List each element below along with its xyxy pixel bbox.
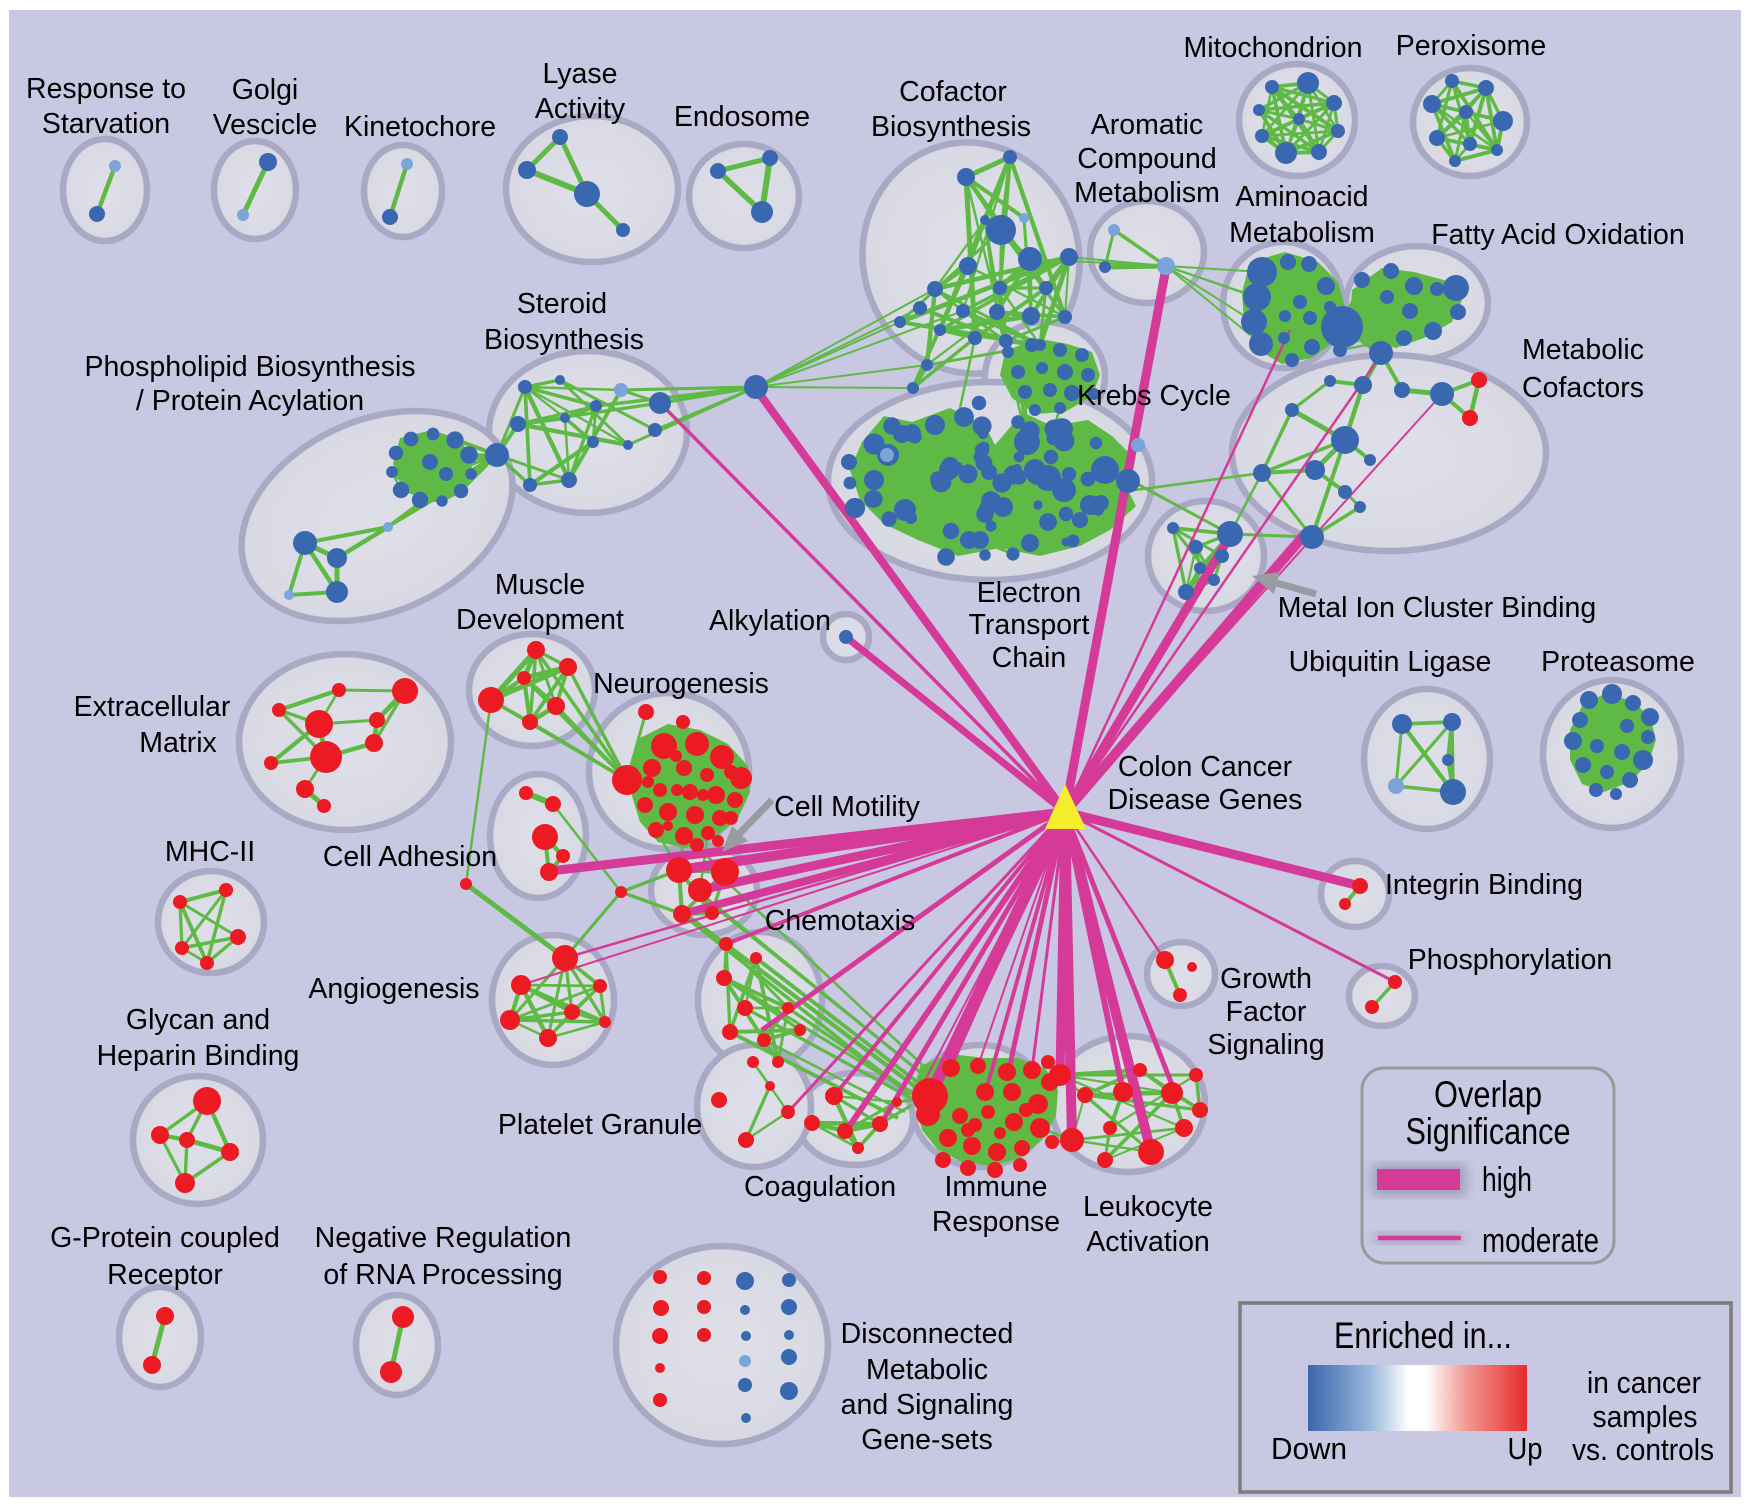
svg-text:high: high	[1482, 1161, 1532, 1199]
svg-text:Glycan and: Glycan and	[126, 1004, 270, 1036]
svg-text:Metabolism: Metabolism	[1074, 177, 1220, 209]
svg-text:Metabolism: Metabolism	[1229, 217, 1375, 249]
svg-text:Proteasome: Proteasome	[1541, 646, 1695, 678]
svg-text:Negative Regulation: Negative Regulation	[315, 1222, 572, 1254]
svg-text:Starvation: Starvation	[42, 108, 170, 140]
svg-text:Steroid: Steroid	[517, 288, 607, 320]
svg-text:Chemotaxis: Chemotaxis	[765, 905, 915, 937]
svg-text:Krebs Cycle: Krebs Cycle	[1077, 380, 1231, 412]
svg-text:Compound: Compound	[1077, 143, 1216, 175]
svg-text:Vescicle: Vescicle	[213, 109, 318, 141]
svg-text:Significance: Significance	[1406, 1111, 1571, 1152]
svg-text:Receptor: Receptor	[107, 1259, 223, 1291]
svg-text:Phosphorylation: Phosphorylation	[1408, 944, 1612, 976]
svg-text:Disease Genes: Disease Genes	[1108, 784, 1303, 816]
svg-text:Cell Motility: Cell Motility	[774, 791, 920, 823]
svg-text:Immune: Immune	[945, 1171, 1048, 1203]
svg-text:Electron: Electron	[977, 577, 1082, 609]
svg-text:and Signaling: and Signaling	[841, 1389, 1014, 1421]
svg-text:Leukocyte: Leukocyte	[1083, 1191, 1213, 1223]
svg-text:Endosome: Endosome	[674, 101, 810, 133]
svg-text:Kinetochore: Kinetochore	[344, 111, 496, 143]
svg-text:Aminoacid: Aminoacid	[1235, 181, 1368, 213]
svg-text:Fatty Acid Oxidation: Fatty Acid Oxidation	[1431, 219, 1684, 251]
svg-text:Enriched in...: Enriched in...	[1334, 1315, 1512, 1356]
svg-text:Matrix: Matrix	[139, 727, 217, 759]
svg-text:Coagulation: Coagulation	[744, 1171, 896, 1203]
svg-text:Metabolic: Metabolic	[1522, 334, 1644, 366]
svg-text:Ubiquitin Ligase: Ubiquitin Ligase	[1289, 646, 1492, 678]
svg-text:Down: Down	[1271, 1431, 1347, 1466]
svg-text:Extracellular: Extracellular	[74, 691, 231, 723]
svg-text:Platelet Granule: Platelet Granule	[498, 1109, 702, 1141]
svg-text:Factor: Factor	[1226, 996, 1307, 1028]
svg-text:Alkylation: Alkylation	[709, 605, 831, 637]
svg-text:Chain: Chain	[992, 642, 1066, 674]
svg-text:Biosynthesis: Biosynthesis	[871, 111, 1031, 143]
svg-text:Muscle: Muscle	[495, 569, 585, 601]
svg-text:Activity: Activity	[535, 93, 626, 125]
svg-text:Integrin Binding: Integrin Binding	[1385, 869, 1583, 901]
svg-text:samples: samples	[1593, 1399, 1698, 1434]
svg-text:in cancer: in cancer	[1587, 1365, 1701, 1400]
svg-text:Response: Response	[932, 1206, 1060, 1238]
svg-text:vs. controls: vs. controls	[1572, 1432, 1714, 1467]
svg-text:Cofactor: Cofactor	[899, 76, 1007, 108]
svg-text:Transport: Transport	[969, 609, 1090, 641]
svg-text:Lyase: Lyase	[543, 58, 618, 90]
svg-text:of RNA Processing: of RNA Processing	[323, 1259, 562, 1291]
svg-text:Overlap: Overlap	[1434, 1074, 1542, 1115]
svg-text:Angiogenesis: Angiogenesis	[308, 973, 479, 1005]
svg-text:Cofactors: Cofactors	[1522, 372, 1644, 404]
svg-text:Neurogenesis: Neurogenesis	[593, 668, 769, 700]
svg-text:Up: Up	[1508, 1431, 1543, 1466]
svg-text:MHC-II: MHC-II	[165, 836, 255, 868]
svg-text:Growth: Growth	[1220, 963, 1312, 995]
svg-text:Development: Development	[456, 604, 624, 636]
svg-text:Cell Adhesion: Cell Adhesion	[323, 841, 497, 873]
svg-text:Disconnected: Disconnected	[841, 1318, 1014, 1350]
svg-text:Mitochondrion: Mitochondrion	[1183, 32, 1362, 64]
svg-text:Aromatic: Aromatic	[1091, 109, 1203, 141]
svg-text:/ Protein Acylation: / Protein Acylation	[136, 385, 364, 417]
svg-text:Metal Ion Cluster Binding: Metal Ion Cluster Binding	[1278, 592, 1596, 624]
svg-text:Phospholipid Biosynthesis: Phospholipid Biosynthesis	[84, 351, 415, 383]
svg-text:G-Protein coupled: G-Protein coupled	[50, 1222, 280, 1254]
svg-text:moderate: moderate	[1482, 1222, 1599, 1260]
svg-text:Heparin Binding: Heparin Binding	[97, 1040, 300, 1072]
svg-text:Golgi: Golgi	[232, 74, 299, 106]
svg-text:Response to: Response to	[26, 73, 186, 105]
svg-text:Signaling: Signaling	[1207, 1029, 1324, 1061]
svg-text:Biosynthesis: Biosynthesis	[484, 324, 644, 356]
svg-text:Gene-sets: Gene-sets	[861, 1424, 992, 1456]
svg-text:Metabolic: Metabolic	[866, 1354, 988, 1386]
svg-text:Colon Cancer: Colon Cancer	[1118, 751, 1293, 783]
svg-text:Activation: Activation	[1086, 1226, 1210, 1258]
svg-text:Peroxisome: Peroxisome	[1396, 30, 1546, 62]
